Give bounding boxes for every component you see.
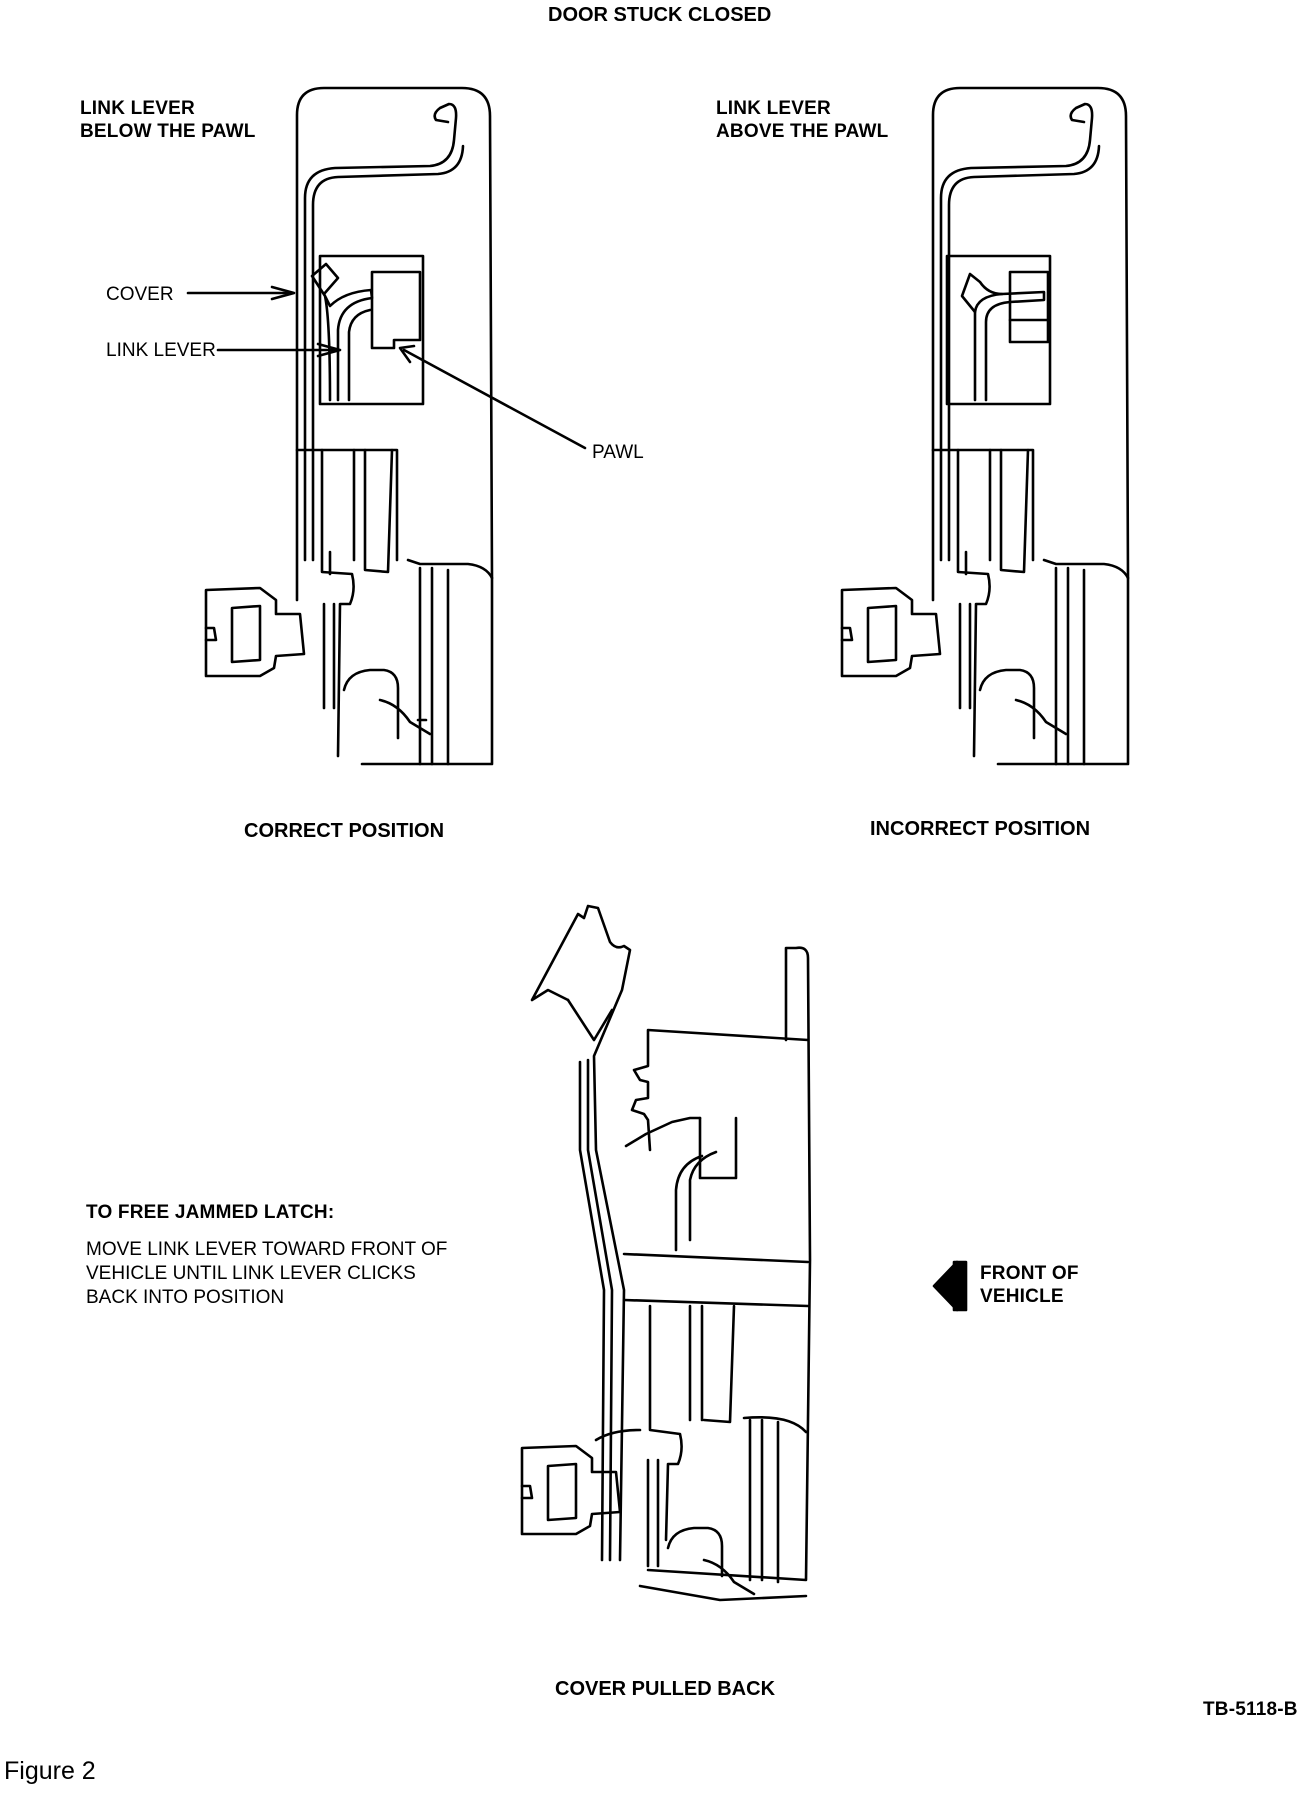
instructions-heading: TO FREE JAMMED LATCH: xyxy=(86,1202,335,1223)
pawl-callout: PAWL xyxy=(592,442,644,463)
drawing-id: TB-5118-B xyxy=(1203,1699,1298,1720)
correct-caption: CORRECT POSITION xyxy=(244,820,445,842)
correct-heading-line1: LINK LEVER xyxy=(80,98,195,119)
instructions-line-1: MOVE LINK LEVER TOWARD FRONT OF xyxy=(86,1239,448,1260)
incorrect-caption: INCORRECT POSITION xyxy=(870,818,1091,840)
instructions-line-3: BACK INTO POSITION xyxy=(86,1287,285,1308)
diagram-title: DOOR STUCK CLOSED xyxy=(548,4,772,26)
figure-label: Figure 2 xyxy=(4,1757,96,1785)
link-lever-callout: LINK LEVER xyxy=(106,340,216,361)
cover-callout: COVER xyxy=(106,284,174,305)
correct-latch-assembly xyxy=(186,86,587,766)
incorrect-heading-line2: ABOVE THE PAWL xyxy=(716,121,889,142)
front-of-vehicle-line1: FRONT OF xyxy=(980,1263,1079,1284)
pulled-latch-assembly xyxy=(520,904,812,1602)
pulled-caption: COVER PULLED BACK xyxy=(555,1678,776,1700)
incorrect-heading-line1: LINK LEVER xyxy=(716,98,831,119)
instructions-line-2: VEHICLE UNTIL LINK LEVER CLICKS xyxy=(86,1263,416,1284)
correct-heading-line2: BELOW THE PAWL xyxy=(80,121,256,142)
incorrect-latch-assembly xyxy=(840,86,1130,766)
front-of-vehicle-line2: VEHICLE xyxy=(980,1286,1064,1307)
